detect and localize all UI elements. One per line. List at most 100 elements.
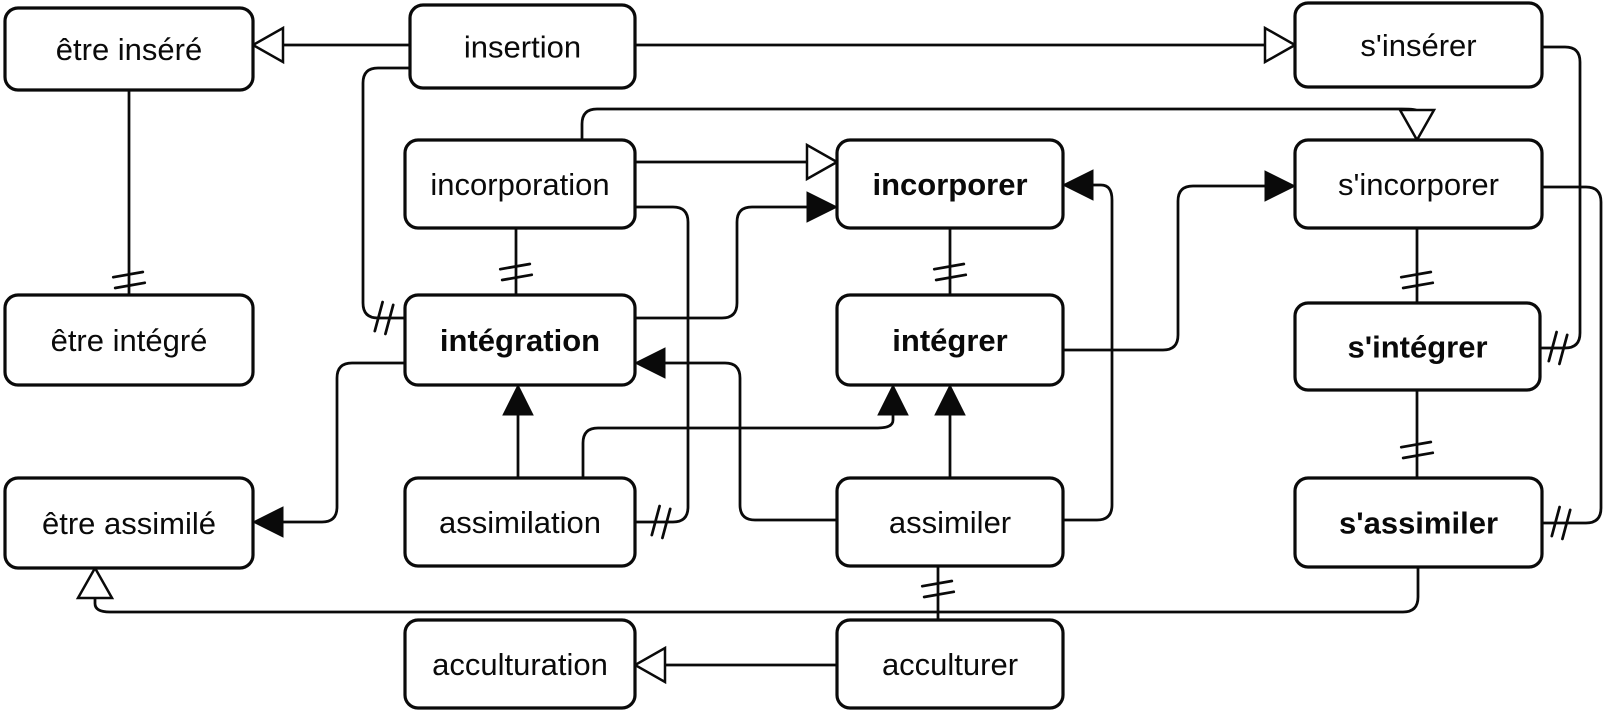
double-tick-icon-s-integrer-s-assimiler-link <box>1399 440 1435 460</box>
filled-arrowhead-icon-assimilation-to-integration <box>502 383 534 416</box>
double-tick-icon-etre-insere-etre-integre-link <box>111 270 147 290</box>
node-label-insertion: insertion <box>464 30 581 65</box>
edge-acculturer-to-acculturation <box>632 645 837 685</box>
open-arrowhead-icon-acculturer-to-acculturation <box>632 645 667 685</box>
double-tick-icon-incorporer-integrer-link <box>932 262 968 282</box>
node-integration: intégration <box>403 293 637 387</box>
node-assimiler: assimiler <box>835 476 1065 568</box>
edge-s-incorporer-s-integrer-link <box>1399 228 1435 303</box>
node-box-s-integrer <box>1293 301 1542 392</box>
edge-s-integrer-s-assimiler-link <box>1399 390 1435 478</box>
node-label-s-inserer: s'insérer <box>1360 28 1476 63</box>
node-label-s-integrer: s'intégrer <box>1347 330 1487 365</box>
edge-incorporation-to-s-incorporer <box>580 107 1437 143</box>
double-tick-icon-assimiler-acculturer-link <box>920 579 956 599</box>
filled-arrowhead-icon-assimilation-to-integrer <box>877 383 909 416</box>
edge-incorporation-to-incorporer <box>635 142 840 182</box>
node-etre-assimile: être assimilé <box>3 476 255 570</box>
node-etre-integre: être intégré <box>3 293 255 387</box>
node-label-acculturation: acculturation <box>432 647 608 682</box>
node-box-s-assimiler <box>1293 476 1544 569</box>
node-label-s-incorporer: s'incorporer <box>1338 167 1499 202</box>
node-incorporation: incorporation <box>403 138 637 230</box>
edge-line-assimiler-to-incorporer <box>1063 183 1114 522</box>
edge-line-s-assimiler-to-etre-assimile <box>93 567 1420 614</box>
node-label-acculturer: acculturer <box>882 647 1018 682</box>
open-arrowhead-icon-insertion-to-etre-insere <box>250 25 285 65</box>
filled-arrowhead-icon-integrer-to-s-incorporer <box>1264 170 1297 202</box>
edge-line-integrer-to-s-incorporer <box>1063 184 1268 352</box>
edge-assimilation-to-integrer <box>581 383 909 478</box>
node-box-s-inserer <box>1293 1 1544 89</box>
node-label-integrer: intégrer <box>892 323 1007 358</box>
edge-insertion-to-s-inserer <box>635 25 1298 65</box>
double-tick-icon-incorporation-assimilation-link <box>650 504 672 540</box>
node-box-incorporer <box>835 138 1065 230</box>
open-arrowhead-icon-insertion-to-s-inserer <box>1263 25 1298 65</box>
node-acculturer: acculturer <box>835 618 1065 710</box>
edge-integration-to-etre-assimile <box>251 361 405 538</box>
edge-s-assimiler-to-etre-assimile <box>75 565 1420 614</box>
node-box-acculturation <box>403 618 637 710</box>
edge-incorporation-integration-link <box>498 228 534 295</box>
edge-assimiler-to-incorporer <box>1061 169 1114 522</box>
open-arrowhead-icon-incorporation-to-incorporer <box>805 142 840 182</box>
edge-line-incorporation-to-s-incorporer <box>580 107 1419 140</box>
edge-integration-to-incorporer <box>635 191 839 320</box>
edge-line-incorporation-assimilation-link <box>635 205 690 524</box>
node-label-integration: intégration <box>440 323 600 358</box>
edge-line-assimilation-to-integrer <box>581 412 895 478</box>
filled-arrowhead-icon-integration-to-etre-assimile <box>251 506 284 538</box>
node-integrer: intégrer <box>835 293 1065 387</box>
node-assimilation: assimilation <box>403 476 637 568</box>
edge-line-assimiler-to-integration <box>662 361 837 522</box>
node-label-etre-insere: être inséré <box>56 32 202 67</box>
node-box-etre-insere <box>3 6 255 92</box>
node-label-etre-assimile: être assimilé <box>42 506 216 541</box>
node-box-acculturer <box>835 618 1065 710</box>
edge-line-s-incorporer-s-assimiler-link <box>1542 185 1603 525</box>
node-box-integrer <box>835 293 1065 387</box>
node-box-assimilation <box>403 476 637 568</box>
node-label-s-assimiler: s'assimiler <box>1339 506 1498 541</box>
edge-integrer-to-s-incorporer <box>1063 170 1297 352</box>
edge-incorporation-assimilation-link <box>635 205 690 540</box>
edge-assimiler-to-integration <box>633 347 837 522</box>
edge-line-s-inserer-s-integrer-link <box>1540 45 1582 350</box>
edge-etre-insere-etre-integre-link <box>111 90 147 295</box>
edge-s-inserer-s-integrer-link <box>1540 45 1582 366</box>
filled-arrowhead-icon-integration-to-incorporer <box>806 191 839 223</box>
node-s-integrer: s'intégrer <box>1293 301 1542 392</box>
node-box-incorporation <box>403 138 637 230</box>
double-tick-icon-s-incorporer-s-integrer-link <box>1399 270 1435 290</box>
node-insertion: insertion <box>408 3 637 90</box>
edge-insertion-to-etre-insere <box>250 25 410 65</box>
edge-assimiler-to-integrer <box>934 383 966 478</box>
node-box-etre-integre <box>3 293 255 387</box>
node-s-inserer: s'insérer <box>1293 1 1544 89</box>
node-box-insertion <box>408 3 637 90</box>
node-label-assimiler: assimiler <box>889 505 1011 540</box>
node-label-assimilation: assimilation <box>439 505 601 540</box>
open-arrowhead-icon-incorporation-to-s-incorporer <box>1397 108 1437 143</box>
double-tick-icon-insertion-integration-link <box>373 300 395 336</box>
node-s-assimiler: s'assimiler <box>1293 476 1544 569</box>
open-arrowhead-icon-s-assimiler-to-etre-assimile <box>75 565 115 600</box>
node-box-assimiler <box>835 476 1065 568</box>
edge-line-integration-to-etre-assimile <box>280 361 405 524</box>
edge-incorporer-integrer-link <box>932 228 968 295</box>
filled-arrowhead-icon-assimiler-to-integrer <box>934 383 966 416</box>
node-label-incorporer: incorporer <box>872 167 1027 202</box>
node-label-etre-integre: être intégré <box>51 323 208 358</box>
filled-arrowhead-icon-assimiler-to-incorporer <box>1061 169 1094 201</box>
node-incorporer: incorporer <box>835 138 1065 230</box>
node-box-etre-assimile <box>3 476 255 570</box>
edge-insertion-integration-link <box>361 66 410 336</box>
edge-assimilation-to-integration <box>502 383 534 478</box>
node-box-s-incorporer <box>1293 138 1544 230</box>
edge-line-integration-to-incorporer <box>635 205 810 320</box>
double-tick-icon-s-incorporer-s-assimiler-link <box>1550 505 1572 541</box>
node-label-incorporation: incorporation <box>430 167 609 202</box>
